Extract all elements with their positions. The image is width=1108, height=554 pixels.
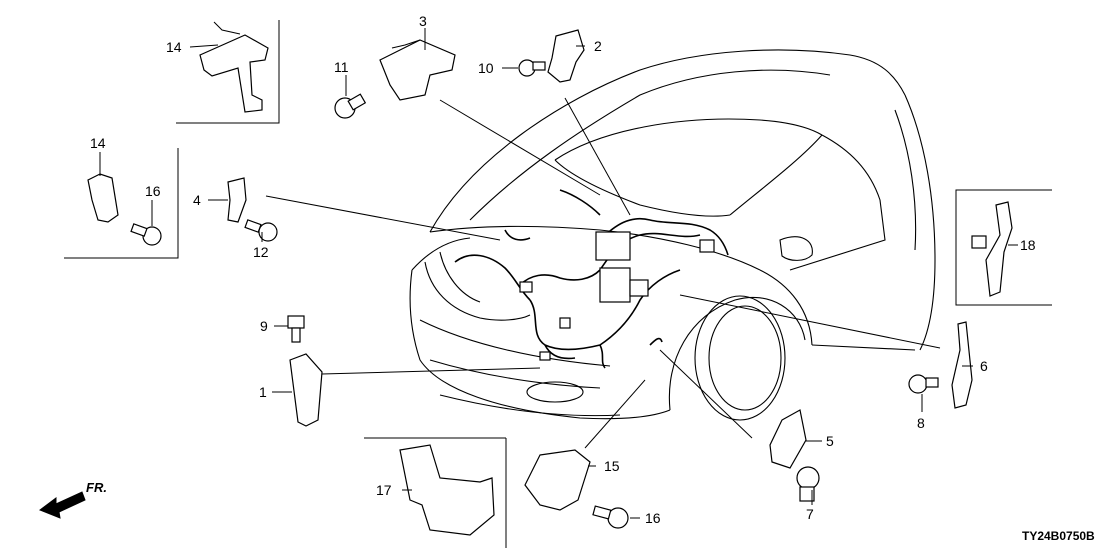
bracket-1 bbox=[289, 353, 323, 427]
bolt-8 bbox=[908, 374, 939, 394]
callout-1: 1 bbox=[259, 384, 267, 400]
bracket-5 bbox=[769, 409, 807, 469]
front-arrow-icon bbox=[38, 491, 86, 519]
bolt-10 bbox=[518, 59, 546, 77]
leader-lines bbox=[99, 28, 1018, 519]
diagram-code: TY24B0750B bbox=[1022, 529, 1095, 543]
callout-5: 5 bbox=[826, 433, 834, 449]
callout-3: 3 bbox=[419, 13, 427, 29]
front-direction-indicator: FR. bbox=[38, 480, 107, 519]
bracket-13 bbox=[199, 21, 269, 113]
callout-6: 6 bbox=[980, 358, 988, 374]
bolt-7 bbox=[796, 466, 820, 502]
callout-8: 8 bbox=[917, 415, 925, 431]
bracket-18 bbox=[971, 201, 1013, 297]
box-group-17 bbox=[364, 437, 507, 548]
callout-7: 7 bbox=[806, 506, 814, 522]
callout-9: 9 bbox=[260, 318, 268, 334]
callout-13: 14 bbox=[166, 39, 182, 55]
box-group-18 bbox=[955, 189, 1052, 306]
callout-16-upper: 16 bbox=[145, 183, 161, 199]
bracket-2 bbox=[547, 29, 585, 83]
bolt-12 bbox=[244, 219, 278, 242]
callout-18: 18 bbox=[1020, 237, 1036, 253]
callout-11: 11 bbox=[334, 59, 349, 75]
callout-14: 14 bbox=[90, 135, 106, 151]
callout-17: 17 bbox=[376, 482, 392, 498]
bracket-14 bbox=[87, 173, 119, 223]
bolt-11 bbox=[334, 93, 367, 119]
callout-10: 10 bbox=[478, 60, 494, 76]
callout-15: 15 bbox=[604, 458, 620, 474]
engine-wire-harness bbox=[454, 189, 729, 369]
callout-12: 12 bbox=[253, 244, 269, 260]
bracket-4 bbox=[227, 177, 247, 223]
callout-labels: 14 3 2 10 11 14 16 4 12 9 1 17 15 16 5 7… bbox=[90, 13, 1036, 526]
callout-16-lower: 16 bbox=[645, 510, 661, 526]
bolt-16a bbox=[130, 223, 162, 246]
box-group-13 bbox=[176, 20, 280, 124]
bracket-6 bbox=[951, 321, 973, 409]
bracket-15 bbox=[524, 449, 591, 511]
callout-4: 4 bbox=[193, 192, 201, 208]
bolt-16b bbox=[592, 505, 629, 529]
front-label: FR. bbox=[86, 480, 107, 495]
car-body-outline bbox=[409, 49, 936, 421]
bracket-17 bbox=[399, 444, 495, 536]
clip-9 bbox=[287, 315, 305, 343]
bracket-3 bbox=[379, 39, 456, 101]
box-group-14 bbox=[64, 148, 179, 259]
callout-2: 2 bbox=[594, 38, 602, 54]
